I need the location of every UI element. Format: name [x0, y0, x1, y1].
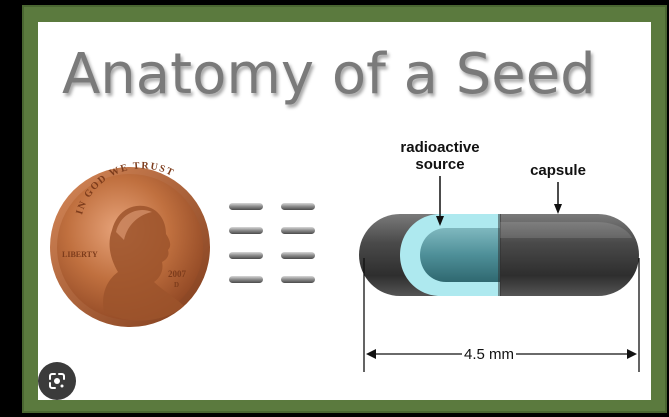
seed-rod — [229, 252, 263, 259]
seed-rod — [229, 203, 263, 210]
google-lens-button[interactable] — [38, 362, 76, 400]
seed-rod — [281, 252, 315, 259]
penny-coin: IN GOD WE TRUST LIBERTY 2007 D — [50, 160, 210, 327]
seed-rod — [229, 276, 263, 283]
seed-capsule — [359, 214, 639, 296]
seed-rod — [281, 203, 315, 210]
seed-rods — [229, 203, 315, 283]
capsule-label: capsule — [522, 162, 594, 179]
penny-liberty: LIBERTY — [62, 250, 98, 259]
seed-rod — [229, 227, 263, 234]
radioactive-label-line1: radioactive — [384, 139, 496, 156]
seed-rod — [281, 276, 315, 283]
radioactive-label-line2: source — [384, 156, 496, 173]
penny-mint-mark: D — [174, 281, 179, 289]
seed-rod — [281, 227, 315, 234]
radioactive-source-label: radioactive source — [384, 139, 496, 173]
radioactive-source-core — [420, 228, 500, 282]
dimension-label: 4.5 mm — [462, 346, 516, 363]
penny-year: 2007 — [168, 269, 187, 279]
google-lens-icon — [47, 371, 67, 391]
